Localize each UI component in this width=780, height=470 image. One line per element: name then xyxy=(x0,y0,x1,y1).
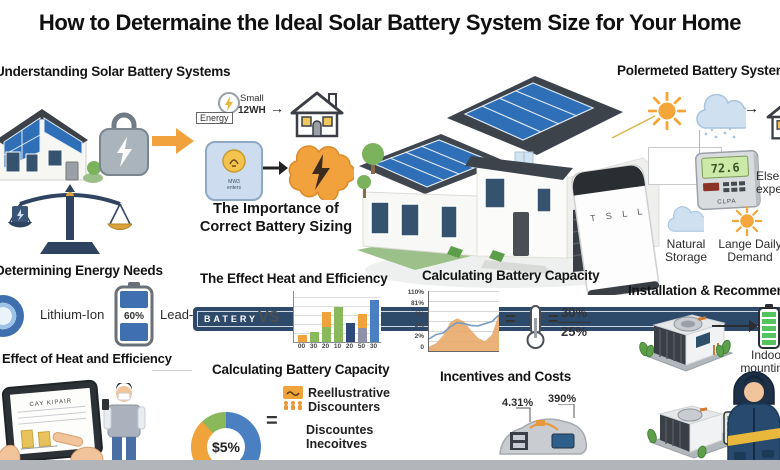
heading-energy-needs: Determining Energy Needs xyxy=(0,263,163,278)
sun-small-icon xyxy=(731,205,763,241)
legend-discount-label: Discountes Inecoitves xyxy=(306,423,373,451)
heading-heat-mid: The Effect Heat and Efficiency xyxy=(200,271,388,286)
fraction-bottom: 25% xyxy=(560,324,588,340)
divider-line xyxy=(152,370,192,371)
powerwall: T S L L xyxy=(571,164,660,299)
legend-discount-line1: Discountes xyxy=(306,423,374,437)
ac-unit-icon xyxy=(636,297,736,382)
area-yticks: 110%81%8%3%2%0 xyxy=(407,289,424,351)
natural-storage-label: Natural Storage xyxy=(663,237,709,265)
bulb-box-line1: MW3 xyxy=(228,179,240,185)
vs-label: VS xyxy=(258,309,280,326)
small-label: Small xyxy=(240,93,264,104)
heading-incentives: Incentives and Costs xyxy=(440,369,572,384)
legend-icon-rebate xyxy=(282,385,304,416)
solar-house-small-icon xyxy=(0,92,114,193)
meter-brand: CLPA xyxy=(717,199,737,206)
importance-caption-line2: Correct Battery Sizing xyxy=(199,219,353,236)
heading-installation: Installation & Recommendations xyxy=(628,283,780,298)
equals-sign: = xyxy=(505,309,516,329)
legend-discount-line2: Inecoitves xyxy=(306,437,368,451)
indoor-line1: Indoor xyxy=(750,348,780,362)
house-outline-icon-clipped xyxy=(762,94,780,147)
incentive-value-2: 390% xyxy=(548,393,577,405)
heading-polermeted: Polermeted Battery Systems xyxy=(617,63,780,78)
importance-caption-line1: The Importance of xyxy=(213,201,339,217)
capacity-donut-center: $5% xyxy=(207,428,245,466)
heading-capacity-mid: Calculating Battery Capacity xyxy=(422,268,600,283)
wh-label: 12WH xyxy=(238,105,266,116)
heading-heat-left: Effect of Heat and Efficiency xyxy=(2,351,172,366)
sun-icon xyxy=(647,91,687,135)
legend-rebate-label: Reellustrative Discounters xyxy=(308,386,390,414)
battery-percent-label: 60% xyxy=(124,311,144,322)
arrow-right-line-icon xyxy=(712,318,758,339)
legend-rebate-line2: Discounters xyxy=(308,400,381,414)
arrow-right-orange-icon xyxy=(152,127,194,160)
storage-line2: Storage xyxy=(664,250,708,265)
balance-scale-icon xyxy=(8,180,133,261)
big-house-scene: T S L L xyxy=(355,60,667,300)
lithium-ion-icon xyxy=(0,295,24,337)
bottom-bar xyxy=(0,460,780,470)
bulb-box-icon: MW3 enters xyxy=(205,141,263,201)
meter-icon: 72.6 CLPA xyxy=(693,148,764,218)
heat-bar-plot xyxy=(293,291,381,343)
lithium-ion-label: Lithium-Ion xyxy=(40,307,105,322)
heading-capacity-bottom: Calculating Battery Capacity xyxy=(212,362,390,377)
arrow-right-icon: → xyxy=(744,100,759,117)
fraction: 30% 25% xyxy=(558,305,590,340)
arrow-right-black-icon xyxy=(262,158,288,183)
lead-acid-battery-icon: 60% xyxy=(112,282,156,353)
demand-line1: Lange Daily xyxy=(718,237,780,251)
storage-line1: Natural xyxy=(666,237,706,251)
equals-sign: = xyxy=(266,410,278,432)
elec-expenses-label: Elsec expens xyxy=(756,169,780,197)
battery-case-icon xyxy=(96,112,152,183)
worker-icon xyxy=(724,366,780,470)
energy-label: Energy xyxy=(196,112,233,124)
tablet-hands-icon: CAY KIPAIR xyxy=(0,373,118,470)
large-daily-demand-label: Lange Daily Demand xyxy=(716,237,780,265)
area-chart xyxy=(428,291,500,352)
bulb-box-line2: enters xyxy=(227,185,241,191)
tablet-title: CAY KIPAIR xyxy=(29,398,72,408)
incentive-value-1: 4.31% xyxy=(502,397,534,409)
heading-understanding: Understanding Solar Battery Systems xyxy=(0,64,231,79)
importance-caption: The Importance of Correct Battery Sizing xyxy=(194,200,358,236)
house-outline-icon xyxy=(288,88,346,145)
arrow-right-icon: → xyxy=(270,100,284,116)
snow-cloud-icon xyxy=(694,93,754,145)
page-title: How to Determaine the Ideal Solar Batter… xyxy=(38,10,742,35)
demand-line2: Demand xyxy=(727,250,773,265)
cost-machine-icon xyxy=(494,403,592,465)
elec-line1: Elsec xyxy=(756,169,780,183)
storm-cloud-icon xyxy=(286,142,356,205)
legend-rebate-line1: Reellustrative xyxy=(308,386,390,400)
green-battery-icon xyxy=(757,304,780,355)
person-mask-icon xyxy=(102,381,148,470)
area-plot-svg xyxy=(428,313,500,351)
fraction-top: 30% xyxy=(560,305,588,320)
equals-sign: = xyxy=(548,309,559,329)
elec-line2: expens xyxy=(756,182,780,197)
thermometer-icon xyxy=(523,304,547,355)
cloud-icon xyxy=(666,206,710,241)
meter-display: 72.6 xyxy=(710,160,740,175)
